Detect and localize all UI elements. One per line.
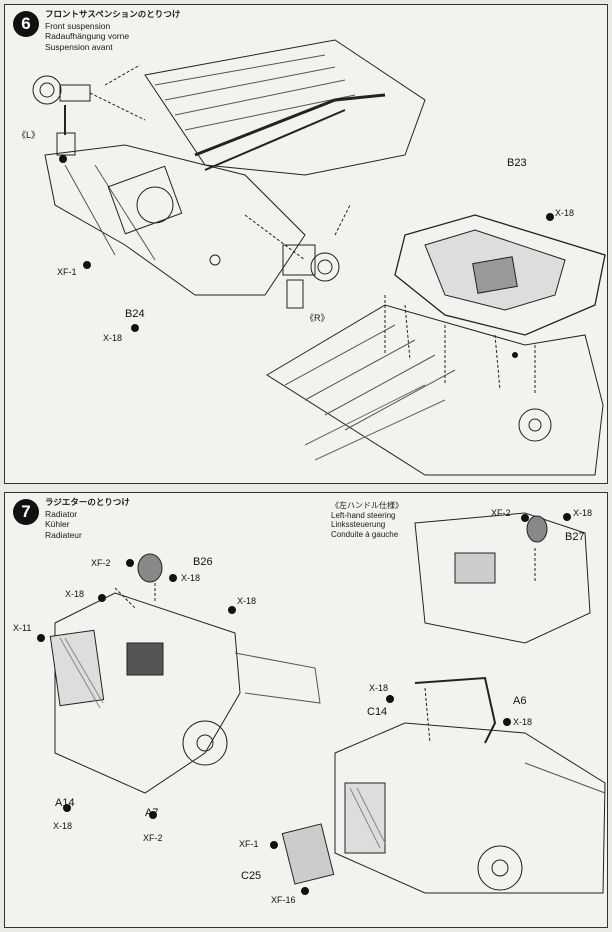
step-7-title-jp: ラジエターのとりつけ <box>45 498 130 508</box>
part-c25-label: C25 <box>241 870 262 882</box>
step-7-title-en: Radiator <box>45 508 78 519</box>
paint-x18-label-7: X-18 <box>513 717 533 727</box>
front-suspension-illustration <box>32 39 606 476</box>
part-a14-label: A14 <box>55 797 75 809</box>
paint-x18-label-b: X-18 <box>103 333 123 343</box>
right-side-label: 《R》 <box>305 313 330 323</box>
paint-xf1-label: XF-1 <box>239 839 259 849</box>
lhd-title-jp: 《左ハンドル仕様》 <box>331 501 403 510</box>
part-b24-label: B24 <box>125 308 145 320</box>
paint-xf2-label-b: XF-2 <box>143 833 163 843</box>
part-b27-label: B27 <box>565 531 585 543</box>
radiator-illustration <box>37 512 606 895</box>
step-7-titles: ラジエターのとりつけ Radiator Kühler Radiateur <box>45 498 130 540</box>
paint-xf1-label: XF-1 <box>57 267 77 277</box>
paint-x18-label-a: X-18 <box>555 208 575 218</box>
left-side-label: 《L》 <box>17 130 41 140</box>
step-6-title-de: Radaufhängung vorne <box>45 31 130 41</box>
part-a6-label: A6 <box>513 695 527 707</box>
paint-x11-label: X-11 <box>13 623 32 633</box>
step-6-panel: 6 フロントサスペンションのとりつけ Front suspension Rada… <box>4 4 608 484</box>
paint-x18-label-5: X-18 <box>573 508 593 518</box>
paint-xf2-label-a: XF-2 <box>91 558 111 568</box>
paint-xf16-label: XF-16 <box>271 895 296 905</box>
lhd-title-de: Linkssteuerung <box>331 520 386 529</box>
step-number-7: 7 <box>13 499 39 525</box>
step-7-title-de: Kühler <box>45 519 70 529</box>
lhd-title-en: Left-hand steering <box>331 510 396 520</box>
step-7-panel: 7 ラジエターのとりつけ Radiator Kühler Radiateur 《… <box>4 492 608 928</box>
part-c14-label: C14 <box>367 706 388 718</box>
part-b26-label: B26 <box>193 556 213 568</box>
paint-x18-label-4: X-18 <box>53 821 73 831</box>
step-6-titles: フロントサスペンションのとりつけ Front suspension Radauf… <box>45 10 180 52</box>
paint-xf2-label-c: XF-2 <box>491 508 511 518</box>
left-hand-steering-note: 《左ハンドル仕様》 Left-hand steering Linkssteuer… <box>331 501 403 539</box>
step-6-title-jp: フロントサスペンションのとりつけ <box>45 10 181 20</box>
paint-x18-label-1: X-18 <box>181 573 201 583</box>
lhd-title-fr: Conduite à gauche <box>331 529 399 539</box>
paint-x18-label-2: X-18 <box>65 589 85 599</box>
step-7-title-fr: Radiateur <box>45 529 82 540</box>
step-6-title-fr: Suspension avant <box>45 41 113 52</box>
paint-x18-label-3: X-18 <box>237 596 257 606</box>
step-number-6: 6 <box>13 11 39 37</box>
paint-x18-label-6: X-18 <box>369 683 389 693</box>
part-b23-label: B23 <box>507 157 527 169</box>
part-a7-label: A7 <box>145 807 159 819</box>
step-6-title-en: Front suspension <box>45 20 111 31</box>
